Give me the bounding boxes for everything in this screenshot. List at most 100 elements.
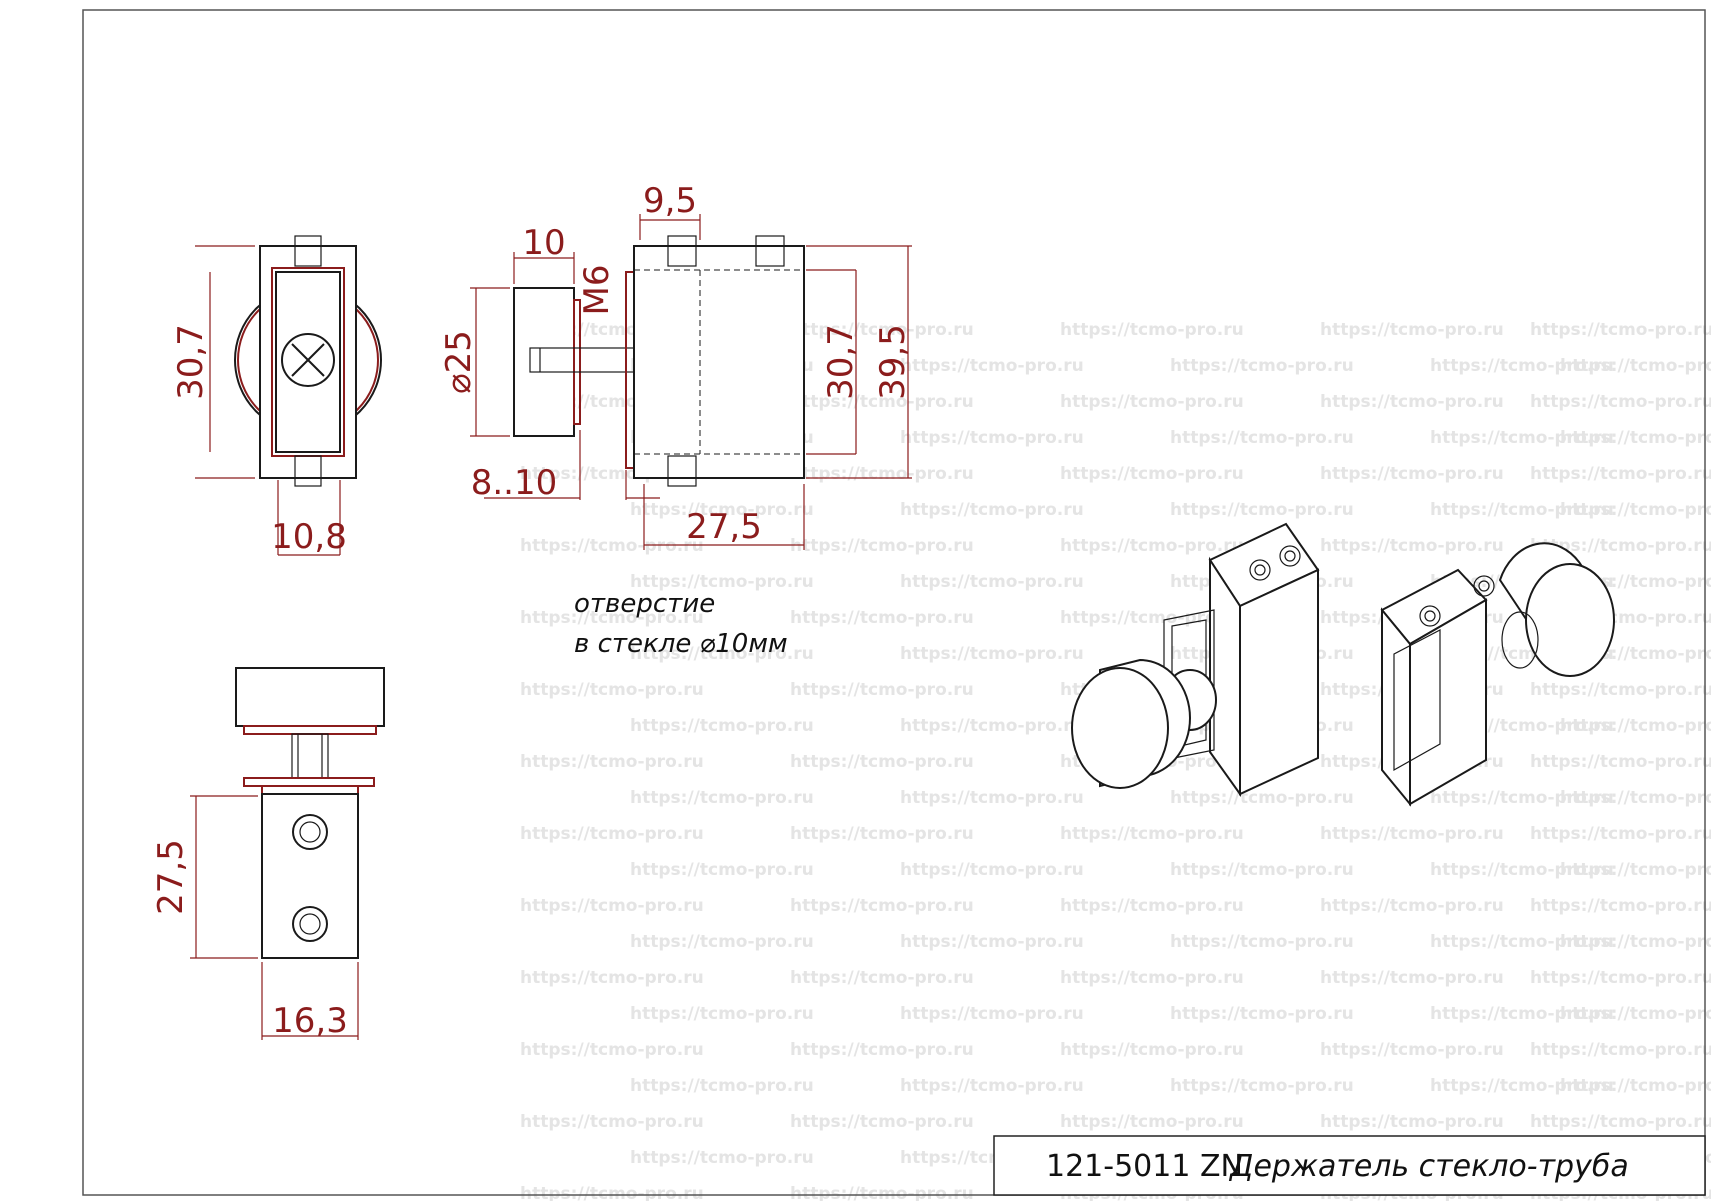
watermark-text: https://tcmo-pro.ru xyxy=(1170,932,1354,952)
dim-block-inner-height: 30,7 xyxy=(821,324,861,400)
watermark-text: https://tcmo-pro.ru xyxy=(1170,1004,1354,1024)
watermark-text: https://tcmo-pro.ru xyxy=(1060,968,1244,988)
watermark-text: https://tcmo-pro.ru xyxy=(1560,500,1711,520)
watermark-text: https://tcmo-pro.ru xyxy=(630,932,814,952)
title-block xyxy=(993,1135,1706,1196)
watermark-text: https://tcmo-pro.ru xyxy=(900,860,1084,880)
watermark-text: https://tcmo-pro.ru xyxy=(1320,824,1504,844)
watermark-text: https://tcmo-pro.ru xyxy=(900,572,1084,592)
watermark-text: https://tcmo-pro.ru xyxy=(630,860,814,880)
watermark-text: https://tcmo-pro.ru xyxy=(790,536,974,556)
watermark-text: https://tcmo-pro.ru xyxy=(1530,1040,1711,1060)
watermark-text: https://tcmo-pro.ru xyxy=(1170,1076,1354,1096)
watermark-text: https://tcmo-pro.ru xyxy=(520,1040,704,1060)
watermark-text: https://tcmo-pro.ru xyxy=(630,716,814,736)
watermark-text: https://tcmo-pro.ru xyxy=(1560,716,1711,736)
dim-block-length: 27,5 xyxy=(686,507,762,547)
watermark-text: https://tcmo-pro.ru xyxy=(790,392,974,412)
watermark-text: https://tcmo-pro.ru xyxy=(1560,932,1711,952)
dim-thread: M6 xyxy=(577,265,617,316)
watermark-text: https://tcmo-pro.ru xyxy=(1560,428,1711,448)
watermark-text: https://tcmo-pro.ru xyxy=(1430,356,1614,376)
watermark-text: https://tcmo-pro.ru xyxy=(1320,896,1504,916)
watermark-text: https://tcmo-pro.ru xyxy=(1060,464,1244,484)
watermark-text: https://tcmo-pro.ru xyxy=(1530,752,1711,772)
dim-front-width: 10,8 xyxy=(271,517,347,557)
watermark-text: https://tcmo-pro.ru xyxy=(1530,320,1711,340)
watermark-text: https://tcmo-pro.ru xyxy=(520,608,704,628)
watermark-text: https://tcmo-pro.ru xyxy=(1530,968,1711,988)
watermark-text: https://tcmo-pro.ru xyxy=(1320,536,1504,556)
watermark-text: https://tcmo-pro.ru xyxy=(630,1076,814,1096)
watermark-text: https://tcmo-pro.ru xyxy=(1560,1076,1711,1096)
watermark-text: https://tcmo-pro.ru xyxy=(630,500,814,520)
watermark-text: https://tcmo-pro.ru xyxy=(790,824,974,844)
watermark-text: https://tcmo-pro.ru xyxy=(1530,824,1711,844)
watermark-text: https://tcmo-pro.ru xyxy=(790,752,974,772)
watermark-text: https://tcmo-pro.ru xyxy=(1060,1040,1244,1060)
watermark-text: https://tcmo-pro.ru xyxy=(520,680,704,700)
watermark-text: https://tcmo-pro.ru xyxy=(520,1184,704,1201)
watermark-text: https://tcmo-pro.ru xyxy=(1170,500,1354,520)
watermark-text: https://tcmo-pro.ru xyxy=(1430,428,1614,448)
watermark-text: https://tcmo-pro.ru xyxy=(630,1004,814,1024)
watermark-text: https://tcmo-pro.ru xyxy=(1530,1112,1711,1132)
watermark-text: https://tcmo-pro.ru xyxy=(790,896,974,916)
watermark-text: https://tcmo-pro.ru xyxy=(1170,860,1354,880)
front-view: 30,7 10,8 xyxy=(171,235,382,557)
watermark-text: https://tcmo-pro.ru xyxy=(1430,1004,1614,1024)
watermark-text: https://tcmo-pro.ru xyxy=(1170,356,1354,376)
watermark-text: https://tcmo-pro.ru xyxy=(1430,500,1614,520)
watermark-text: https://tcmo-pro.ru xyxy=(900,356,1084,376)
part-number: 121-5011 ZN xyxy=(1046,1149,1243,1184)
watermark-text: https://tcmo-pro.ru xyxy=(1560,788,1711,808)
watermark-text: https://tcmo-pro.ru xyxy=(900,500,1084,520)
watermark-text: https://tcmo-pro.ru xyxy=(900,644,1084,664)
watermark-text: https://tcmo-pro.ru xyxy=(630,1148,814,1168)
watermark-text: https://tcmo-pro.ru xyxy=(1060,1112,1244,1132)
watermark-text: https://tcmo-pro.ru xyxy=(1530,392,1711,412)
watermark-text: https://tcmo-pro.ru xyxy=(790,608,974,628)
watermark-text: https://tcmo-pro.ru xyxy=(1530,896,1711,916)
watermark-text: https://tcmo-pro.ru xyxy=(790,464,974,484)
watermark-text: https://tcmo-pro.ru xyxy=(520,536,704,556)
watermark-text: https://tcmo-pro.ru xyxy=(1170,788,1354,808)
isometric-view-left xyxy=(1071,522,1320,798)
watermark-text: https://tcmo-pro.ru xyxy=(1060,824,1244,844)
watermark-text: https://tcmo-pro.ru xyxy=(1430,1076,1614,1096)
dim-top-length: 27,5 xyxy=(151,839,191,915)
watermark-text: https://tcmo-pro.ru xyxy=(1060,392,1244,412)
watermark-text: https://tcmo-pro.ru xyxy=(630,644,814,664)
side-view: 9,5 10 M6 ⌀25 8..10 30,7 39,5 27,5 xyxy=(439,181,913,550)
watermark-text: https://tcmo-pro.ru xyxy=(1530,464,1711,484)
watermark-text: https://tcmo-pro.ru xyxy=(790,1184,974,1201)
watermark-text: https://tcmo-pro.ru xyxy=(1320,1112,1504,1132)
watermark-text: https://tcmo-pro.ru xyxy=(1530,680,1711,700)
watermark-text: https://tcmo-pro.ru xyxy=(520,896,704,916)
watermark-text: https://tcmo-pro.ru xyxy=(1320,1040,1504,1060)
watermark-text: https://tcmo-pro.ru xyxy=(790,320,974,340)
part-name: Держатель стекло-труба xyxy=(1228,1149,1629,1184)
watermark-text: https://tcmo-pro.ru xyxy=(1320,464,1504,484)
watermark-text: https://tcmo-pro.ru xyxy=(1060,896,1244,916)
watermark-text: https://tcmo-pro.ru xyxy=(1170,428,1354,448)
watermark-text: https://tcmo-pro.ru xyxy=(900,1076,1084,1096)
watermark-text: https://tcmo-pro.ru xyxy=(1430,860,1614,880)
watermark-text: https://tcmo-pro.ru xyxy=(790,968,974,988)
watermark-text: https://tcmo-pro.ru xyxy=(900,716,1084,736)
watermark-text: https://tcmo-pro.ru xyxy=(520,824,704,844)
watermark-text: https://tcmo-pro.ru xyxy=(790,1112,974,1132)
watermark-text: https://tcmo-pro.ru xyxy=(1320,968,1504,988)
watermark-text: https://tcmo-pro.ru xyxy=(520,752,704,772)
watermark-text: https://tcmo-pro.ru xyxy=(1560,356,1711,376)
note-line-1: отверстие xyxy=(574,589,715,619)
dim-front-height: 30,7 xyxy=(171,324,211,400)
sheet-border xyxy=(82,9,1706,1196)
dim-block-height: 39,5 xyxy=(873,324,913,400)
isometric-view-right xyxy=(1380,542,1615,807)
top-view: 27,5 16,3 xyxy=(151,667,385,1041)
watermark-text: https://tcmo-pro.ru xyxy=(1320,320,1504,340)
watermark-text: https://tcmo-pro.ru xyxy=(900,428,1084,448)
watermark-text: https://tcmo-pro.ru xyxy=(1530,536,1711,556)
